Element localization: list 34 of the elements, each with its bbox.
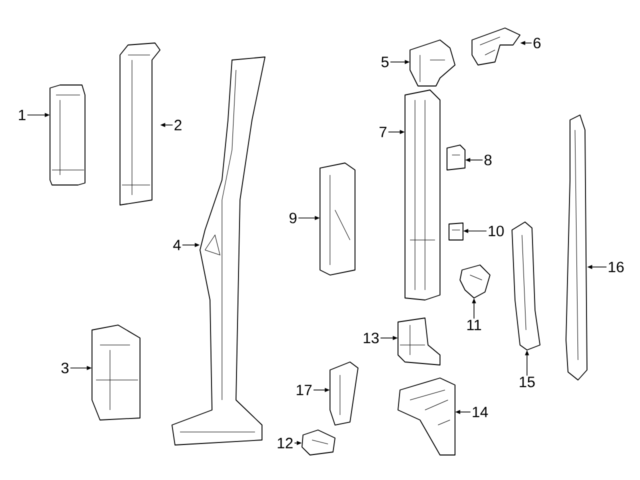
callout-number: 11 (467, 320, 482, 330)
callout-number: 1 (18, 110, 26, 120)
part-drawing (398, 378, 456, 456)
part-drawing (320, 162, 356, 276)
part-drawing (446, 144, 466, 170)
callout-number: 14 (472, 406, 488, 418)
callout-number: 9 (290, 212, 296, 224)
part-drawing (566, 114, 588, 380)
part-drawing (120, 42, 160, 206)
part-drawing (50, 84, 86, 186)
part-drawing (460, 264, 490, 298)
callout-number: 15 (520, 376, 535, 388)
callout-number: 2 (174, 120, 182, 130)
part-drawing (410, 40, 456, 86)
part-drawing (330, 362, 358, 426)
callout-number: 3 (61, 362, 69, 374)
callout-number: 5 (381, 56, 389, 68)
callout-number: 16 (608, 262, 624, 272)
callout-number: 12 (278, 438, 293, 448)
callout-number: 10 (488, 226, 504, 236)
part-drawing (172, 56, 266, 446)
callout-number: 17 (296, 384, 312, 396)
part-drawing (448, 222, 464, 240)
part-drawing (302, 430, 336, 456)
part-drawing (404, 90, 440, 300)
callout-number: 6 (534, 38, 541, 48)
callout-number: 13 (364, 332, 379, 344)
part-drawing (512, 222, 540, 350)
part-drawing (472, 28, 520, 66)
part-drawing (92, 324, 140, 420)
part-drawing (398, 318, 440, 366)
callout-number: 4 (173, 240, 181, 250)
callout-number: 7 (380, 126, 386, 138)
callout-number: 8 (484, 154, 492, 166)
